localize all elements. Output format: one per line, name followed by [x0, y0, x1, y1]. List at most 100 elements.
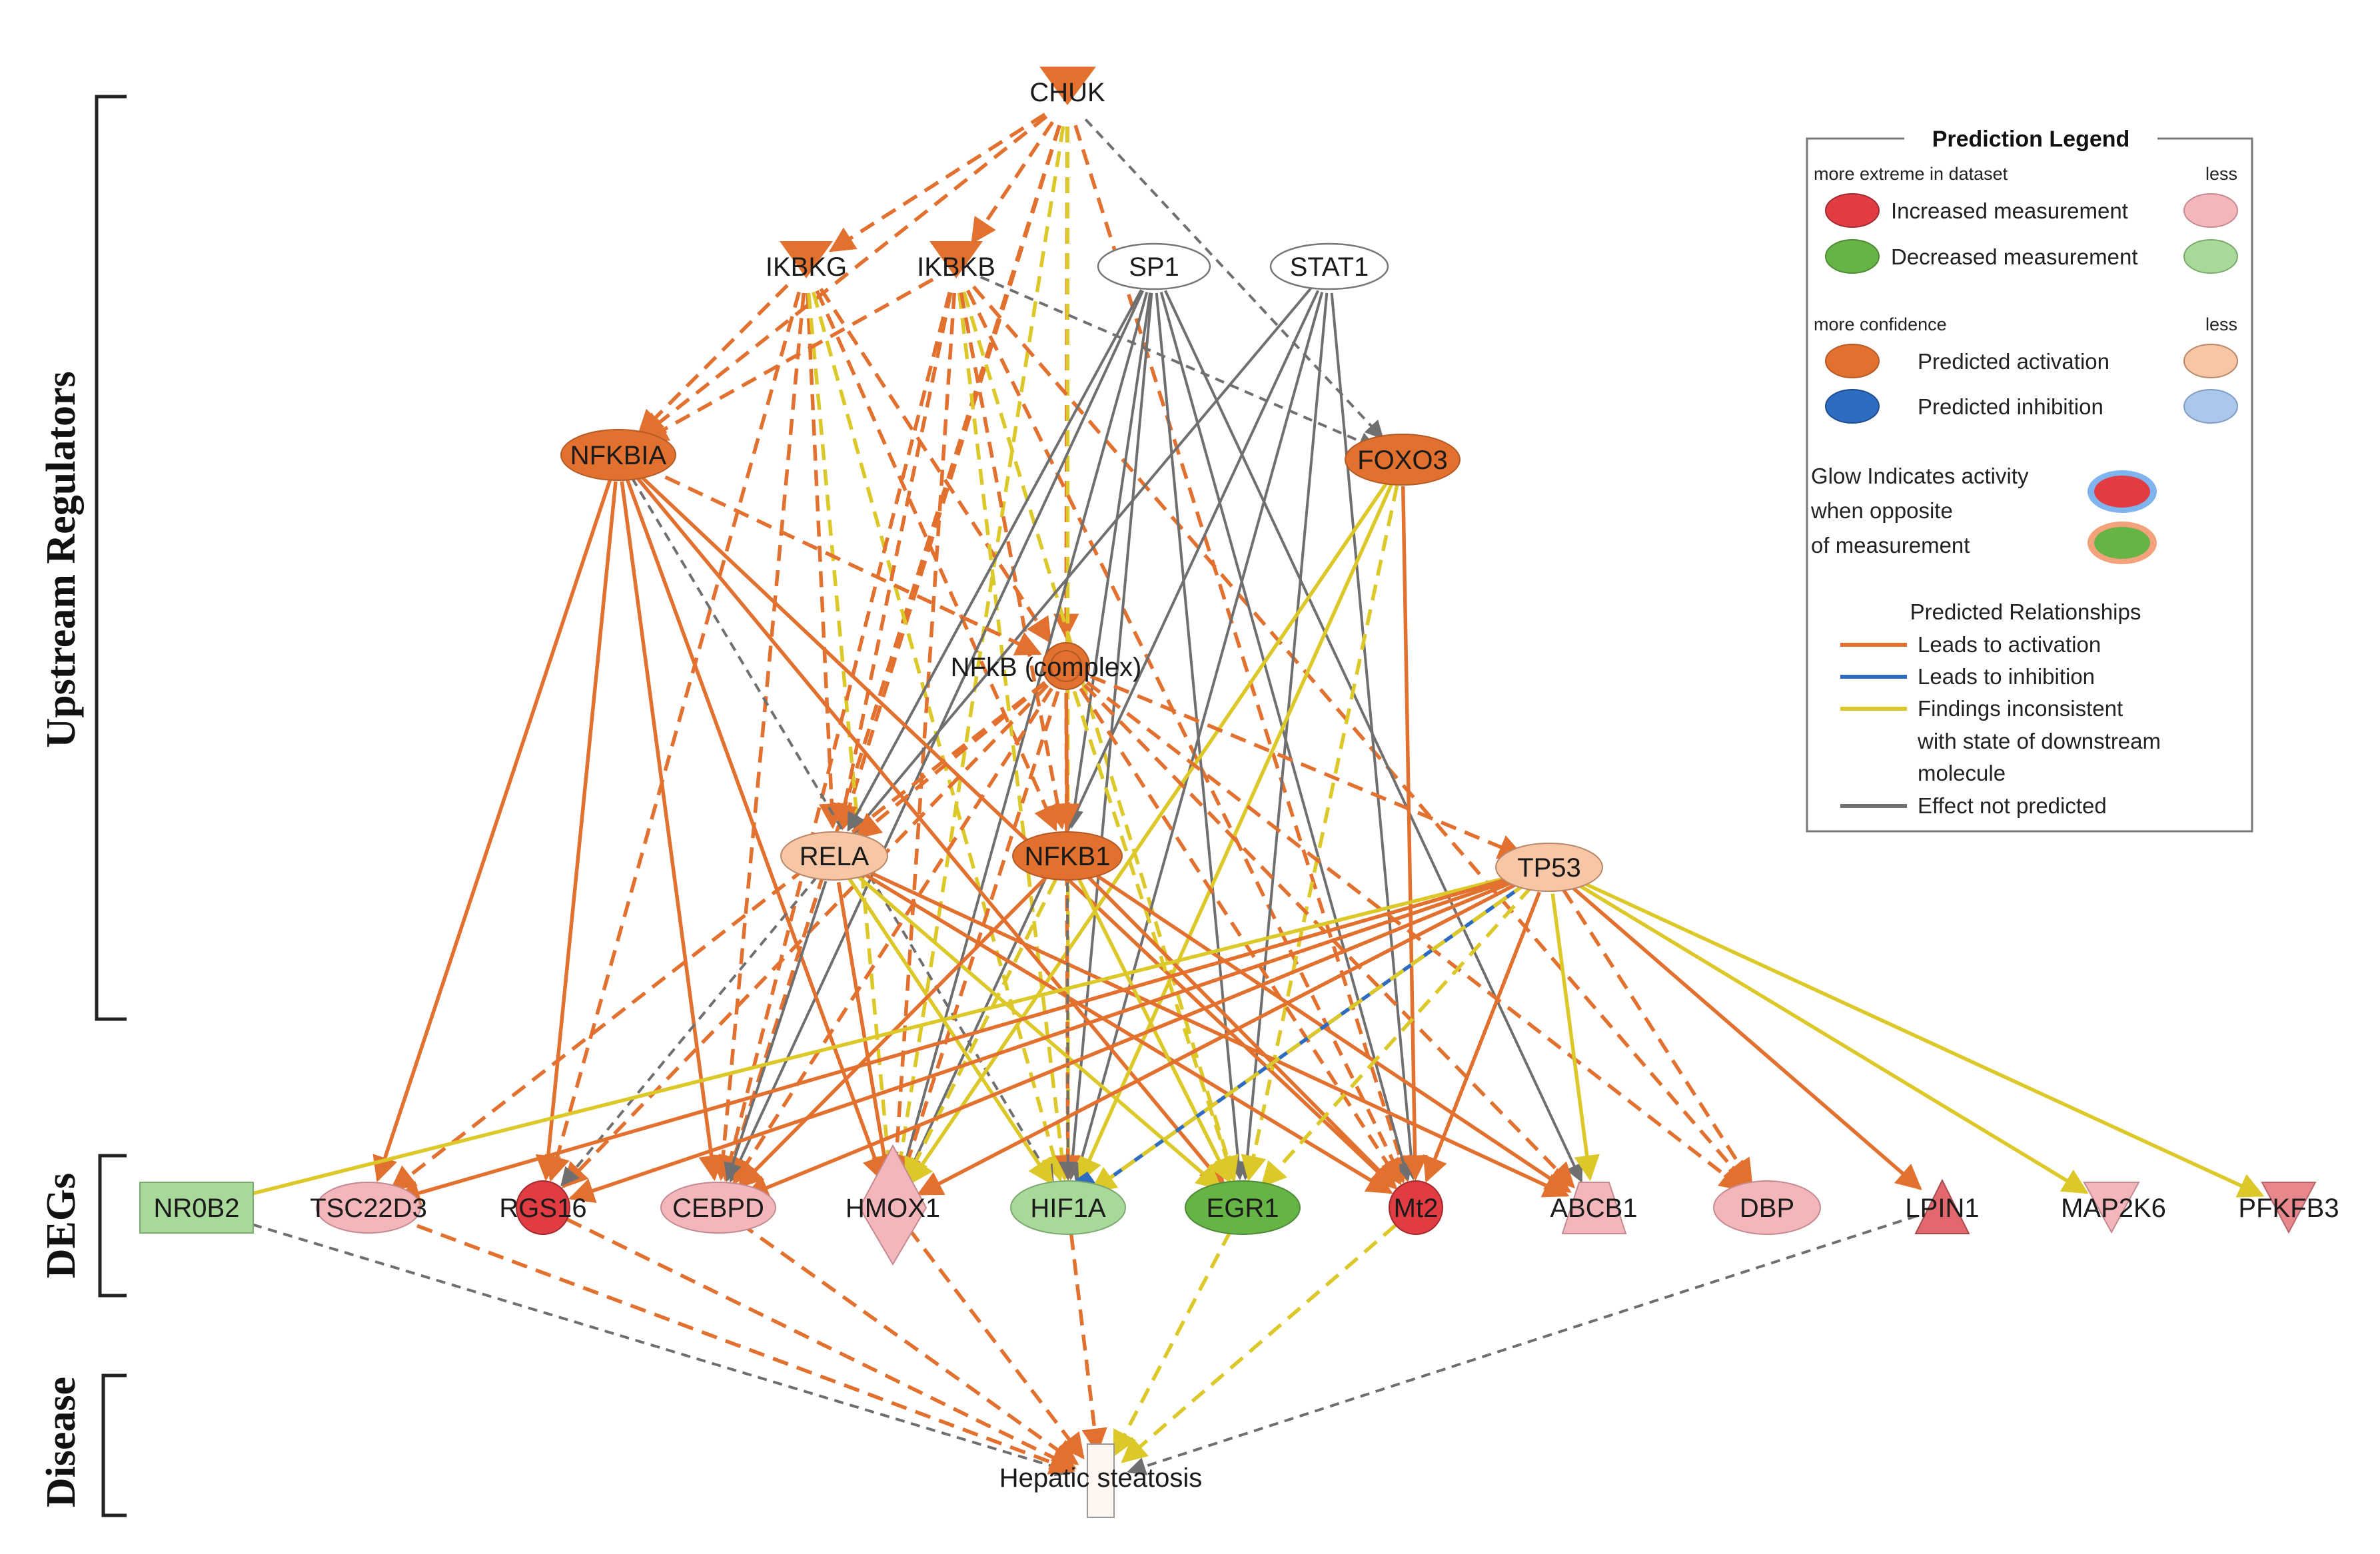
node-abcb1[interactable]: ABCB1 — [1550, 1182, 1638, 1234]
nfkbia-label: NFKBIA — [570, 441, 667, 470]
node-tp53[interactable]: TP53 — [1495, 843, 1603, 892]
node-hmox1[interactable]: HMOX1 — [846, 1144, 940, 1266]
edge-nfkb-to-abcb1 — [1083, 683, 1575, 1189]
edge-stat1-to-egr1 — [1237, 292, 1329, 1180]
nfkb-label: NFkB (complex) — [951, 653, 1142, 682]
sp1-label: SP1 — [1129, 252, 1179, 282]
node-hif1a[interactable]: HIF1A — [1010, 1180, 1126, 1235]
disease-bracket — [101, 1373, 127, 1517]
edge-tsc22d3-to-hepatic — [392, 1215, 1076, 1475]
edge-ikbkb-to-mt2 — [966, 289, 1405, 1184]
node-hepatic-steatosis[interactable]: Hepatic steatosis — [999, 1443, 1203, 1518]
ikbkg-shape — [780, 241, 833, 278]
edge-tp53-to-lpin1 — [1568, 883, 1922, 1190]
edge-rela-to-hif1a — [847, 877, 1053, 1186]
edge-sp1-to-rela — [847, 289, 1143, 832]
section-brackets — [95, 95, 127, 1517]
cebpd-label: CEBPD — [672, 1194, 764, 1223]
legend-more-confidence: more confidence — [1814, 314, 1947, 334]
edge-tp53-to-mt2 — [1423, 891, 1541, 1183]
node-lpin1[interactable]: LPIN1 — [1905, 1178, 1980, 1234]
edge-stat1-to-rela — [852, 286, 1313, 835]
legend-relationships: Predicted Relationships — [1910, 599, 2141, 624]
node-ikbkg[interactable]: IKBKG — [766, 241, 847, 282]
edge-nfkbia-to-tsc22d3 — [372, 480, 612, 1182]
nfkb-shape-inner — [1050, 650, 1082, 682]
edge-chuk-to-nfkbia — [639, 115, 1048, 439]
edge-ikbkb-to-rela — [832, 292, 953, 830]
edge-hmox1-to-hepatic — [907, 1228, 1085, 1460]
edge-rela-to-hmox1 — [836, 882, 897, 1182]
node-rgs16[interactable]: RGS16 — [499, 1180, 587, 1235]
legend-title-bg — [1904, 123, 2157, 154]
mt2-label: Mt2 — [1394, 1194, 1439, 1223]
legend-activation: Predicted activation — [1918, 349, 2109, 374]
edge-chuk-to-rela — [837, 125, 1061, 831]
node-tsc22d3[interactable]: TSC22D3 — [310, 1182, 427, 1234]
node-stat1[interactable]: STAT1 — [1269, 242, 1389, 290]
node-nfkbia[interactable]: NFKBIA — [560, 429, 676, 481]
edge-chuk-to-ikbkg — [828, 113, 1046, 252]
node-sp1[interactable]: SP1 — [1097, 242, 1211, 290]
edge-tp53-to-dbp — [1562, 889, 1753, 1186]
legend-activation-strong — [1825, 344, 1880, 378]
abcb1-shape — [1561, 1182, 1627, 1234]
node-chuk[interactable]: CHUK — [1029, 67, 1105, 107]
lpin1-label: LPIN1 — [1905, 1194, 1979, 1223]
node-map2k6[interactable]: MAP2K6 — [2061, 1182, 2166, 1234]
edge-mt2-to-hepatic — [1121, 1224, 1397, 1463]
hif1a-shape — [1010, 1180, 1126, 1235]
tp53-shape — [1495, 843, 1603, 892]
edge-nfkbia-to-cebpd — [620, 481, 724, 1182]
edge-foxo3-to-hif1a — [1077, 483, 1394, 1184]
edge-rela-to-egr1 — [853, 872, 1223, 1190]
node-egr1[interactable]: EGR1 — [1185, 1180, 1301, 1235]
edge-ikbkb-to-egr1 — [962, 291, 1240, 1182]
node-nfkb1[interactable]: NFKB1 — [1012, 831, 1123, 881]
node-cebpd[interactable]: CEBPD — [660, 1182, 776, 1234]
node-dbp[interactable]: DBP — [1713, 1180, 1821, 1235]
foxo3-label: FOXO3 — [1357, 446, 1448, 475]
hmox1-label: HMOX1 — [846, 1194, 940, 1223]
edge-egr1-to-hepatic — [1112, 1230, 1232, 1457]
edge-nfkb-to-mt2 — [1079, 687, 1402, 1186]
edge-tp53-to-rgs16 — [568, 874, 1524, 1204]
node-nr0b2[interactable]: NR0B2 — [139, 1182, 254, 1234]
edge-foxo3-to-mt2 — [1401, 486, 1428, 1181]
tp53-label: TP53 — [1517, 853, 1581, 883]
degs-label: DEGs — [39, 1173, 84, 1278]
legend-glow-red — [2094, 476, 2150, 508]
disease-label: Disease — [39, 1377, 84, 1507]
edge-tp53-to-abcb1 — [1550, 893, 1600, 1182]
edge-ikbkb-to-nfkb1 — [959, 292, 1071, 830]
edge-nfkb-to-cebpd — [732, 687, 1053, 1186]
node-nfkb-complex[interactable]: NFkB (complex) — [951, 642, 1142, 690]
legend-inhibition-light — [2183, 389, 2238, 424]
edge-chuk-to-foxo3 — [1084, 118, 1384, 440]
degs-bracket — [98, 1154, 127, 1298]
ikbkg-label: IKBKG — [766, 252, 847, 282]
chuk-label: CHUK — [1029, 78, 1105, 107]
edge-ikbkg-to-rgs16 — [544, 291, 801, 1182]
cebpd-shape — [660, 1182, 776, 1234]
sp1-shape — [1097, 242, 1211, 290]
legend-glow-1: Glow Indicates activity — [1811, 464, 2029, 488]
legend-glow-2: when opposite — [1810, 498, 1953, 523]
node-rela[interactable]: RELA — [780, 831, 888, 881]
rgs16-shape — [516, 1180, 570, 1235]
edge-tp53-to-tsc22d3 — [394, 873, 1524, 1206]
deg-nodes: NR0B2 TSC22D3 RGS16 CEBPD HMOX1 HIF1A EG… — [139, 1144, 2339, 1266]
edge-tp53-to-hif1a — [1089, 881, 1528, 1192]
node-ikbkb[interactable]: IKBKB — [917, 241, 995, 282]
node-pfkfb3[interactable]: PFKFB3 — [2238, 1182, 2339, 1234]
legend-increased: Increased measurement — [1891, 198, 2128, 223]
edge-rgs16-to-hepatic — [566, 1218, 1077, 1470]
edge-chuk-to-mt2 — [1073, 125, 1413, 1182]
edge-rela-to-rgs16 — [560, 875, 819, 1187]
edge-rela-to-mt2 — [856, 868, 1393, 1194]
edge-chuk-to-hmox1 — [888, 126, 1065, 1182]
node-foxo3[interactable]: FOXO3 — [1345, 434, 1461, 486]
node-mt2[interactable]: Mt2 — [1389, 1180, 1443, 1235]
nfkb1-label: NFKB1 — [1025, 842, 1111, 871]
